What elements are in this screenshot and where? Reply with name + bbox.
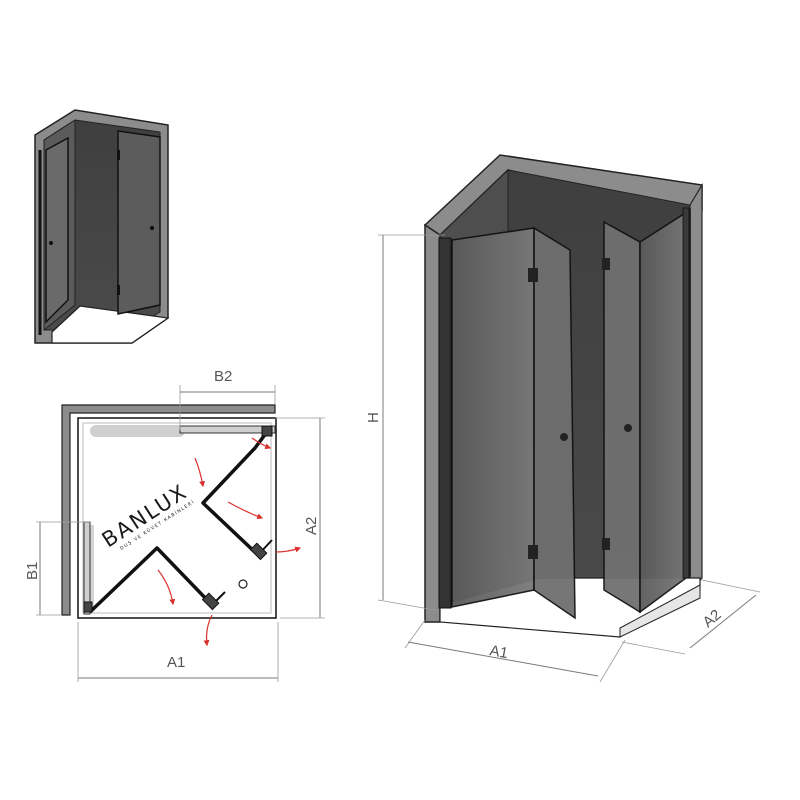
plan-top-rail — [179, 425, 276, 434]
small-cabin-view — [34, 109, 170, 344]
large-right-door-panel-1 — [639, 208, 691, 614]
label-b2: B2 — [214, 368, 232, 385]
label-a1-iso: A1 — [488, 642, 509, 662]
arrow-2 — [275, 546, 302, 553]
dim-ext-a2-iso-right — [701, 579, 761, 593]
plan-hinge-corner-left — [83, 601, 93, 613]
label-a2-plan: A2 — [303, 517, 320, 535]
large-right-hinge-bottom — [602, 538, 610, 550]
large-left-door-panel-1 — [451, 227, 535, 608]
large-left-profile — [438, 237, 452, 609]
label-a1-plan: A1 — [167, 654, 185, 671]
plan-hinge-corner — [261, 425, 273, 437]
small-right-door — [117, 130, 161, 315]
large-tray-edge — [619, 584, 701, 638]
small-hinge-top — [117, 150, 120, 160]
dim-ext-a2-iso-left — [621, 641, 686, 655]
dim-ext-h-bottom — [377, 599, 436, 611]
large-right-handle — [624, 424, 632, 432]
label-h: H — [365, 412, 382, 423]
arrow-5 — [203, 614, 213, 647]
dim-ext-a1-iso-right — [599, 639, 626, 683]
plan-shade-top — [90, 425, 185, 437]
arrow-1 — [227, 501, 264, 520]
plan-view: BANLUX DUŞ VE KÜVET KABİNLERİ B2 B1 A1 A… — [24, 368, 325, 682]
large-right-hinge-top — [602, 258, 610, 270]
plan-hinge-left — [201, 592, 220, 611]
arrow-3 — [194, 457, 206, 488]
small-left-door — [45, 136, 69, 324]
label-b1: B1 — [24, 562, 41, 580]
plan-tray — [77, 417, 277, 619]
arrow-4 — [157, 569, 176, 606]
plan-left-rail — [83, 521, 91, 615]
large-left-handle — [560, 433, 568, 441]
dim-line-a1-iso — [407, 641, 599, 677]
label-a2-iso: A2 — [700, 606, 725, 631]
small-shower-tray — [51, 305, 170, 344]
large-left-hinge-top — [528, 268, 538, 282]
large-cabin-view: H A1 A2 — [365, 154, 761, 683]
large-right-door-panel-2 — [603, 220, 641, 614]
arrow-6 — [251, 437, 272, 450]
large-left-door-panel-2 — [533, 226, 576, 620]
dim-line-a2-iso — [689, 594, 757, 649]
plan-tray-inner — [82, 422, 272, 614]
small-left-handle — [49, 241, 53, 245]
plan-hinge-right — [249, 542, 268, 561]
small-hinge-bottom — [117, 285, 120, 295]
large-wall-edge-right — [689, 182, 703, 594]
large-wall-edge-left — [424, 223, 441, 623]
plan-door-left-folding — [88, 546, 214, 614]
dim-ext-a1-iso-left — [404, 619, 426, 649]
large-left-hinge-bottom — [528, 545, 538, 559]
plan-door-right-folding — [201, 426, 272, 557]
large-right-profile — [682, 207, 690, 579]
small-right-handle — [149, 225, 155, 231]
plan-drain — [238, 579, 248, 589]
